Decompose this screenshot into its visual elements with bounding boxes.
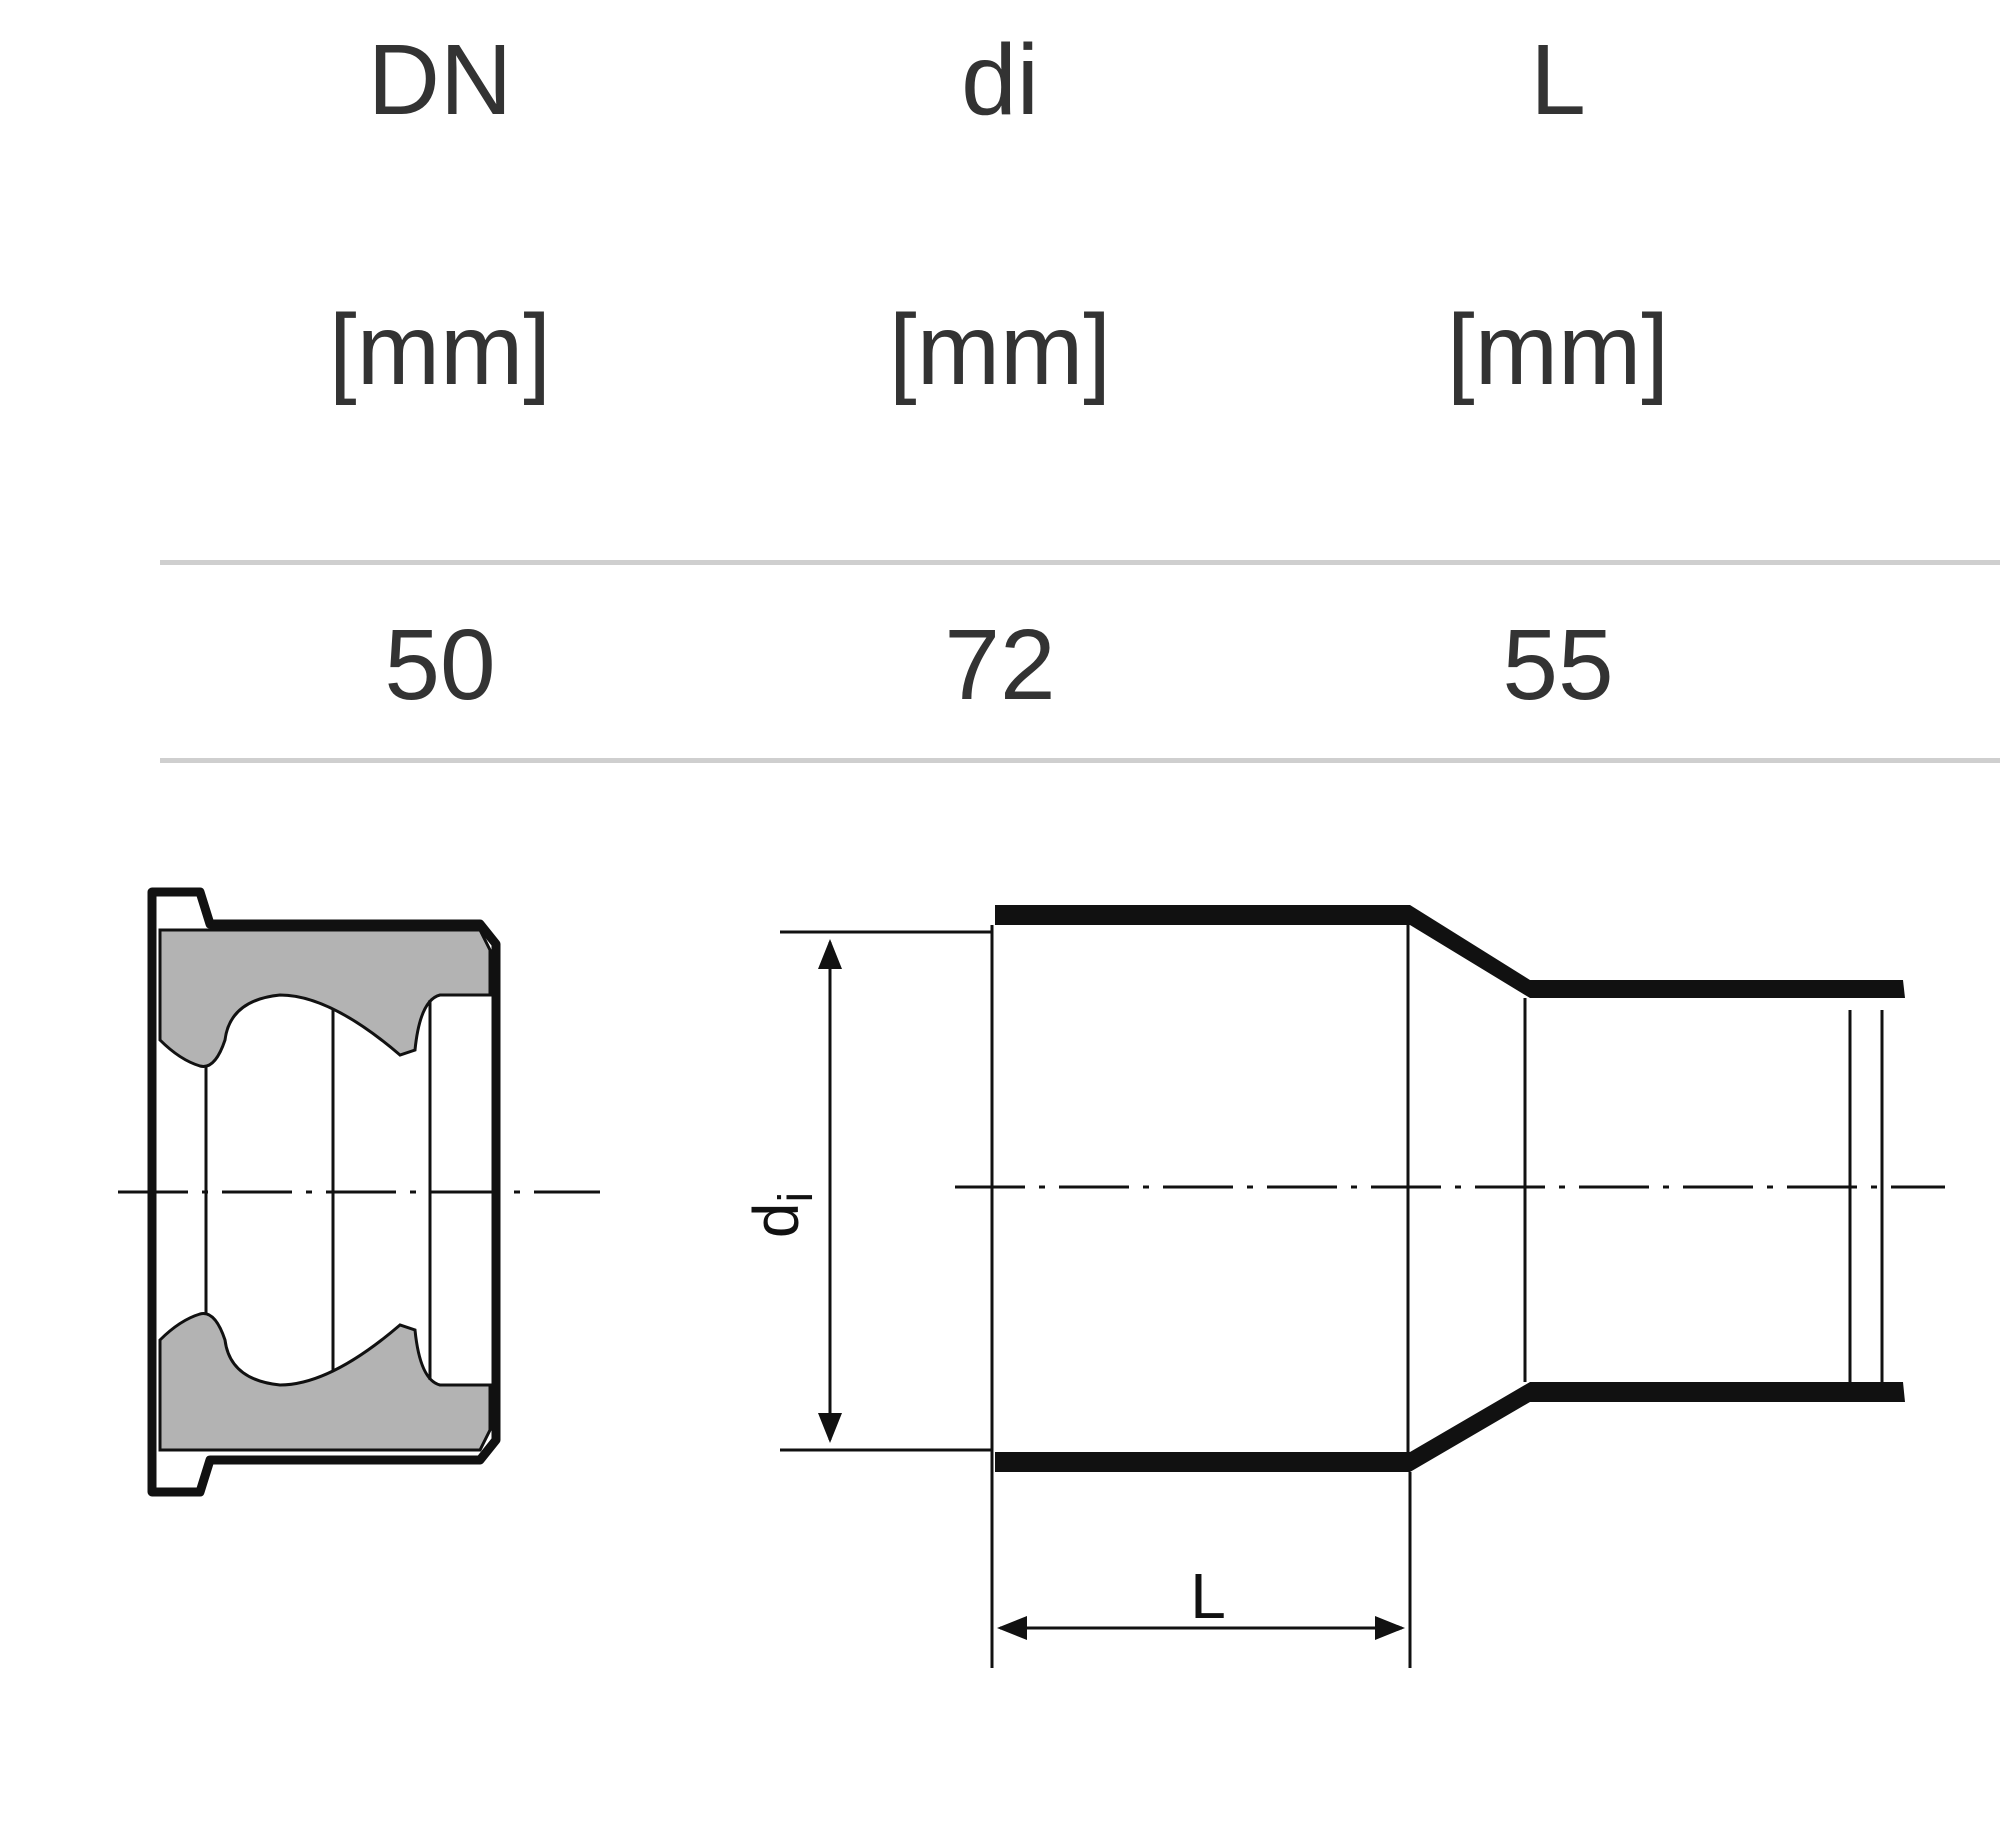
column-unit-dn: [mm] <box>328 294 552 406</box>
wall-bottom <box>995 1382 1905 1472</box>
table-divider-top <box>160 560 2000 565</box>
l-dimension-label: L <box>1190 1560 1226 1632</box>
section-hatch-top <box>158 928 492 1068</box>
table-cell-dn-value: 50 <box>384 609 496 721</box>
section-view <box>118 887 600 1497</box>
column-unit-di: [mm] <box>888 294 1112 406</box>
column-header-dn: DN <box>367 24 513 136</box>
wall-top <box>995 905 1905 998</box>
di-dimension-label: di <box>740 1192 823 1238</box>
side-view: di L <box>740 905 1945 1668</box>
column-unit-l: [mm] <box>1446 294 1670 406</box>
table-divider-bottom <box>160 758 2000 763</box>
column-header-di: di <box>961 24 1039 136</box>
column-header-l: L <box>1530 24 1586 136</box>
table-cell-di-value: 72 <box>944 609 1056 721</box>
section-hatch-bottom <box>158 1312 492 1452</box>
table-cell-l-value: 55 <box>1502 609 1614 721</box>
